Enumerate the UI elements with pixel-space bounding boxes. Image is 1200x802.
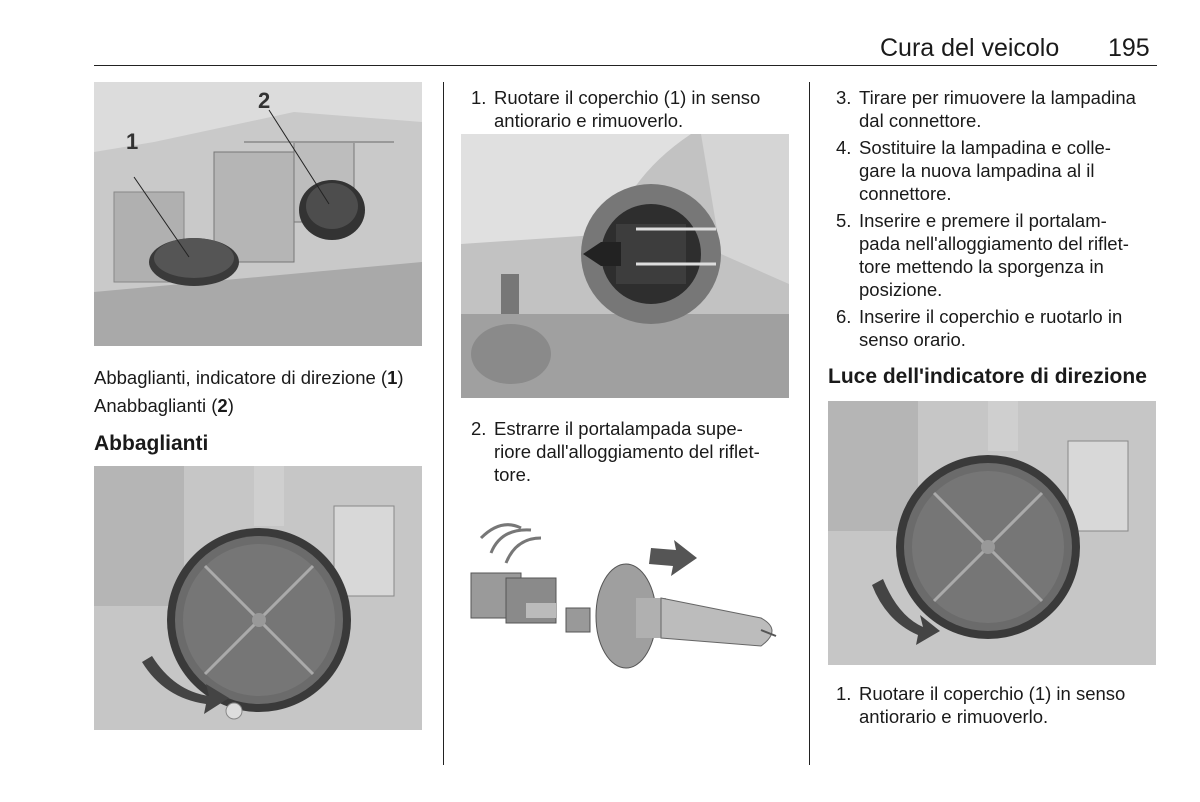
column-divider-left — [443, 82, 444, 765]
figure-caption-line2: Anabbaglianti (2) — [94, 395, 234, 416]
bulb-holder-figure — [461, 134, 789, 398]
column-divider-right — [809, 82, 810, 765]
section-heading-indicatore: Luce dell'indicatore di direzione — [828, 365, 1147, 388]
cover-rotation-figure — [94, 466, 422, 730]
callout-2: 2 — [258, 88, 270, 113]
callout-1: 1 — [126, 129, 138, 154]
bulb-removal-figure — [461, 488, 789, 750]
header-rule — [94, 65, 1157, 66]
page-header-title: Cura del veicolo — [880, 34, 1060, 62]
page-number: 195 — [1108, 34, 1150, 62]
headlight-overview-figure: 1 2 — [94, 82, 422, 346]
indicator-cover-figure — [828, 401, 1156, 665]
figure-caption-line1: Abbaglianti, indicatore di direzione (1) — [94, 367, 404, 388]
section-heading-abbaglianti: Abbaglianti — [94, 432, 209, 455]
